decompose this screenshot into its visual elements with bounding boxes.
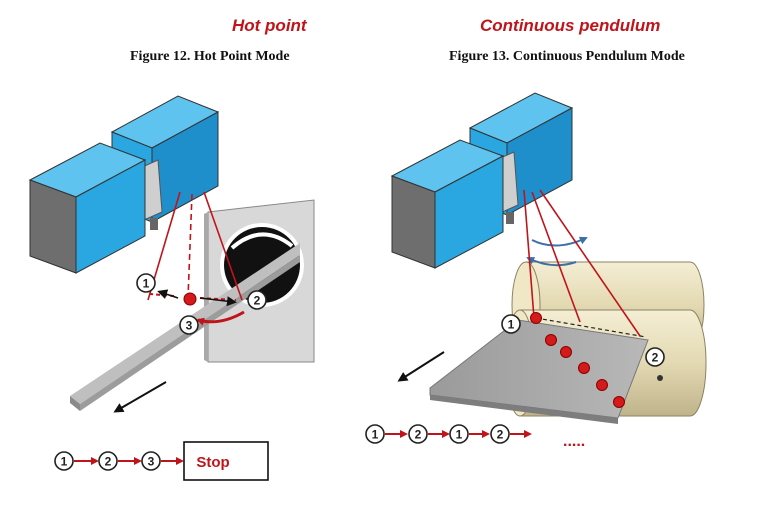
swing-arrow-right: [199, 296, 237, 307]
sequence-right-step-3: 1: [456, 428, 463, 442]
continuous-pendulum-title: Continuous pendulum: [480, 16, 661, 35]
sequence-right-step-2: 2: [415, 428, 422, 442]
sequence-left-step-3: 3: [148, 455, 155, 469]
callout-1-right-label: 1: [508, 318, 515, 332]
callout-3-label: 3: [186, 319, 193, 333]
laser-head-right: [390, 92, 574, 269]
callout-2-left: 2: [247, 290, 267, 310]
travel-arrow-right: [397, 351, 445, 382]
swing-arrow-left: [157, 289, 179, 299]
callout-1-right: 1: [501, 314, 521, 334]
sequence-right: 1 2 1 2 .....: [365, 424, 585, 450]
sequence-ellipsis: .....: [563, 433, 585, 450]
figure-13-caption: Figure 13. Continuous Pendulum Mode: [449, 49, 685, 64]
stop-box: [183, 441, 269, 481]
continuous-pendulum-scene: 1 2 1 2 1 2 .....: [365, 92, 707, 450]
hot-point-scene: 1 2 3 1 2 3: [28, 95, 315, 481]
stop-label: Stop: [196, 454, 229, 471]
callout-1-left: 1: [136, 273, 156, 293]
swing-arc-lower: [526, 257, 577, 267]
sequence-right-step-4: 2: [497, 428, 504, 442]
sequence-left: 1 2 3 Stop: [54, 441, 269, 481]
swing-arc-upper: [531, 236, 588, 247]
sequence-left-step-2: 2: [105, 455, 112, 469]
metal-sheet: [429, 319, 649, 424]
callout-3-left: 3: [179, 315, 199, 335]
laser-head-left: [28, 95, 220, 274]
callout-2-label: 2: [254, 294, 261, 308]
sequence-left-step-1: 1: [61, 455, 68, 469]
figure-12-caption: Figure 12. Hot Point Mode: [130, 49, 290, 64]
hot-point-title: Hot point: [232, 16, 307, 35]
laser-beams-right: [523, 189, 647, 338]
callout-1-label: 1: [143, 277, 150, 291]
pendulum-points: [530, 312, 625, 408]
sequence-right-step-1: 1: [372, 428, 379, 442]
hot-point-dot: [183, 292, 197, 306]
return-arrow: [196, 310, 245, 326]
travel-arrow-left: [113, 381, 167, 413]
callout-2-right-label: 2: [652, 351, 659, 365]
callout-2-right: 2: [645, 347, 665, 367]
